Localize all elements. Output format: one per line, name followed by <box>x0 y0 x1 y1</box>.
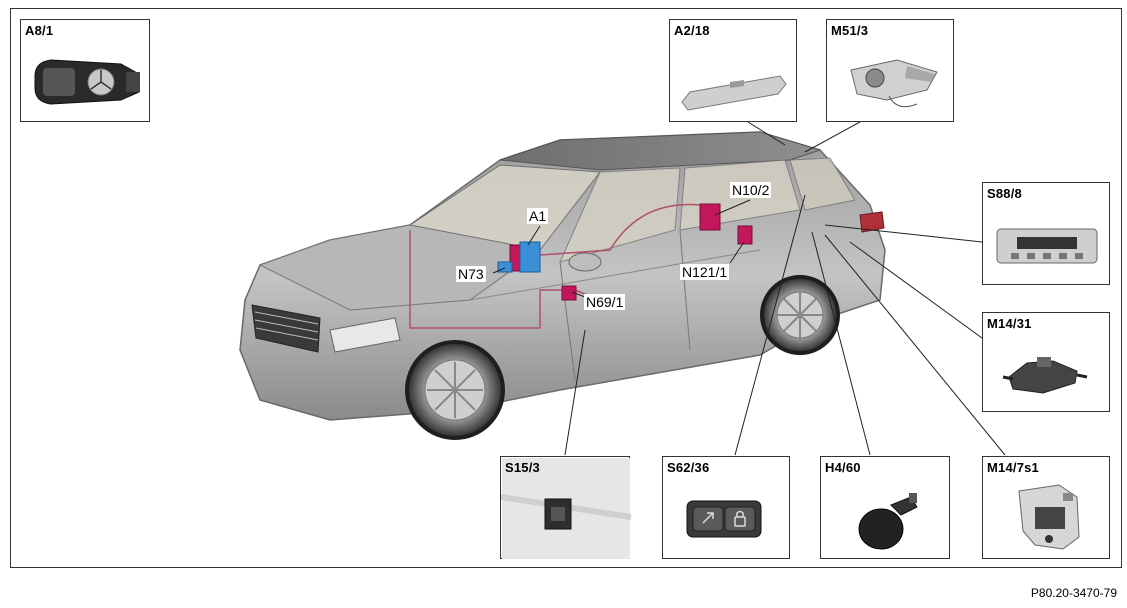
callout-n73: N73 <box>456 266 486 282</box>
module-n121-1 <box>737 225 753 245</box>
module-n69-1 <box>561 285 577 301</box>
actuator-icon <box>1002 357 1088 394</box>
box-label: M14/31 <box>987 316 1032 331</box>
latch-icon <box>1018 484 1080 550</box>
lock-switch-icon <box>686 500 762 538</box>
front-wheel <box>405 340 505 440</box>
figure-reference: P80.20-3470-79 <box>1030 586 1117 600</box>
component-box-m14-7s1: M14/7s1 <box>982 456 1110 559</box>
box-label: M14/7s1 <box>987 460 1039 475</box>
box-label: A8/1 <box>25 23 54 38</box>
tailgate-switch-icon <box>996 228 1098 264</box>
callout-n121-1: N121/1 <box>680 264 730 280</box>
component-box-m14-31: M14/31 <box>982 312 1110 412</box>
component-box-a8-1: A8/1 <box>20 19 150 122</box>
buzzer-icon <box>858 493 918 550</box>
door-switch-icon <box>501 458 631 559</box>
component-box-m51-3: M51/3 <box>826 19 954 122</box>
component-box-s62-36: S62/36 <box>662 456 790 559</box>
car-body <box>239 131 886 421</box>
antenna-module-icon <box>681 75 787 111</box>
box-label: S88/8 <box>987 186 1022 201</box>
callout-a1: A1 <box>527 208 549 224</box>
module-a1 <box>509 241 541 273</box>
module-n10-2 <box>699 203 721 231</box>
component-box-a2-18: A2/18 <box>669 19 797 122</box>
box-label: S15/3 <box>505 460 540 475</box>
component-box-s88-8: S88/8 <box>982 182 1110 285</box>
rear-wheel <box>760 275 840 355</box>
callout-n10-2: N10/2 <box>730 182 772 198</box>
box-label: S62/36 <box>667 460 710 475</box>
box-label: A2/18 <box>674 23 710 38</box>
module-n73 <box>497 261 513 273</box>
component-box-s15-3: S15/3 <box>500 456 631 559</box>
component-box-h4-60: H4/60 <box>820 456 950 559</box>
leader-lines <box>492 121 1006 456</box>
key-fob-icon <box>34 59 140 105</box>
motor-icon <box>850 59 938 108</box>
callout-n69-1: N69/1 <box>584 294 626 310</box>
box-label: M51/3 <box>831 23 869 38</box>
box-label: H4/60 <box>825 460 861 475</box>
